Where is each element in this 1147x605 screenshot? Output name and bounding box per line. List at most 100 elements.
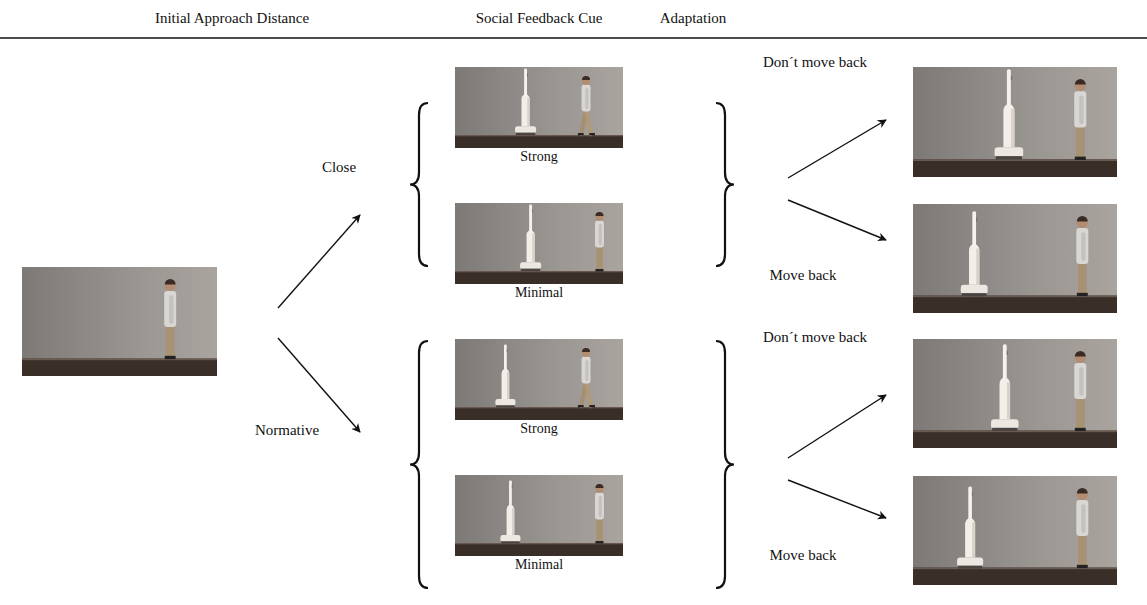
person (1074, 79, 1086, 160)
wall (455, 67, 623, 148)
robot-base (495, 399, 515, 406)
header-rule (0, 37, 1147, 39)
robot-mast (1007, 69, 1011, 106)
branch-label: Normative (255, 421, 319, 439)
hair (1075, 351, 1086, 356)
arm (1081, 232, 1085, 260)
shoes (595, 269, 603, 271)
wall (22, 267, 217, 376)
robot-base (991, 419, 1018, 429)
robot-wheels (496, 405, 514, 407)
arm (599, 224, 602, 245)
wall (913, 339, 1117, 448)
robot-wheels (521, 269, 540, 271)
hoodie (1076, 500, 1088, 536)
robot-base (515, 126, 536, 133)
hair (595, 484, 603, 488)
robot-shade (1007, 382, 1010, 419)
robot (991, 344, 1018, 431)
robot-column (527, 231, 535, 263)
arm (1079, 96, 1083, 125)
robot (520, 205, 541, 271)
head (582, 349, 590, 357)
robot-wheels (962, 293, 987, 296)
floor-edge (455, 135, 623, 136)
robot-sensor (1011, 76, 1012, 80)
robot-mast (509, 480, 512, 506)
column-header: Social Feedback Cue (476, 9, 603, 27)
legs (1076, 396, 1085, 430)
person (595, 484, 604, 544)
person (164, 279, 176, 359)
person (578, 76, 595, 136)
floor (913, 296, 1117, 313)
robot-wheels (516, 133, 535, 135)
column-header: Initial Approach Distance (155, 9, 309, 27)
hair (1075, 79, 1086, 84)
robot (500, 480, 520, 543)
floor (455, 135, 623, 148)
legs (1076, 124, 1085, 158)
cue-photo: Strong (455, 67, 623, 165)
hair (595, 212, 603, 216)
robot-column (1000, 378, 1011, 419)
hair (1077, 488, 1088, 493)
legs (596, 517, 602, 542)
robot-sensor (976, 218, 977, 222)
person (1076, 216, 1088, 296)
branch-label: Move back (769, 266, 836, 284)
robot-column (1003, 104, 1014, 147)
scene-photo (455, 339, 623, 420)
robot-wheels (958, 566, 982, 569)
legs (596, 245, 602, 270)
robot-base (500, 535, 520, 542)
cue-photo: Minimal (455, 475, 623, 573)
wall (455, 203, 623, 284)
floor-edge (22, 359, 217, 361)
column-header: Adaptation (660, 9, 727, 27)
robot (495, 344, 515, 407)
arrow (788, 200, 886, 240)
robot-column (965, 518, 975, 557)
floor (455, 407, 623, 420)
robot (515, 69, 536, 135)
arm (599, 496, 602, 517)
hair (1077, 216, 1088, 221)
shoes (165, 356, 176, 359)
scene-photo (22, 267, 217, 376)
robot-shade (512, 508, 514, 535)
robot-sensor (972, 492, 973, 496)
robot-mast (972, 211, 976, 246)
branch-label: Close (322, 158, 356, 176)
scene-photo (455, 67, 623, 148)
scene-photo (913, 204, 1117, 313)
robot-base (961, 285, 988, 294)
robot-shade (527, 98, 529, 126)
hoodie (582, 85, 591, 112)
arrow (788, 480, 886, 518)
person (595, 212, 604, 272)
robot-base (995, 147, 1024, 157)
legs (166, 324, 175, 358)
brace (716, 341, 734, 588)
brace (410, 103, 428, 266)
hoodie (595, 493, 604, 520)
floor (455, 271, 623, 284)
arrow (788, 120, 886, 178)
shoe (589, 405, 595, 407)
person (1076, 488, 1088, 568)
arm (585, 88, 588, 109)
robot-base (520, 262, 541, 269)
floor (913, 159, 1117, 177)
arm (1079, 367, 1083, 395)
cue-caption: Minimal (513, 285, 565, 301)
shoes (1077, 293, 1088, 296)
shoe (578, 133, 584, 135)
robot-sensor (1007, 351, 1008, 355)
floor (913, 431, 1117, 448)
brace (410, 341, 428, 588)
wall (913, 67, 1117, 177)
floor (913, 568, 1117, 585)
